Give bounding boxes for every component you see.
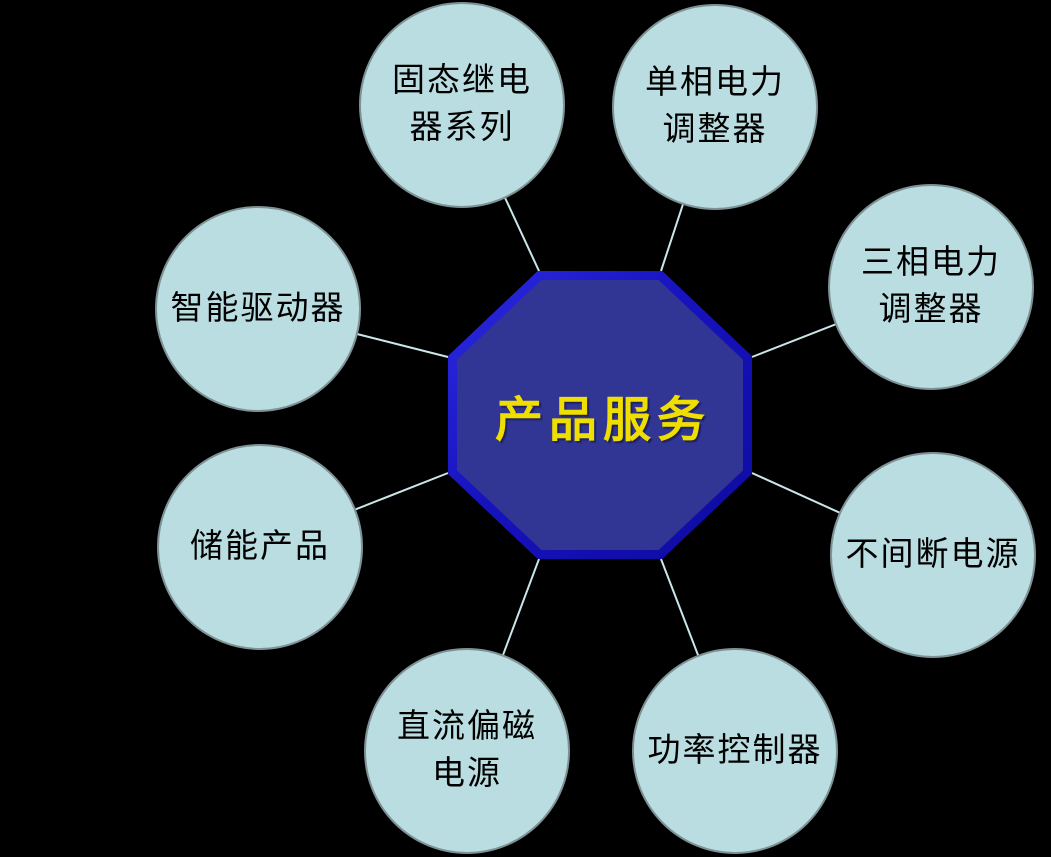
node-uninterruptible-power-supply: 不间断电源 — [830, 452, 1036, 658]
node-three-phase-power-regulator: 三相电力 调整器 — [828, 184, 1034, 390]
center-octagon-face: 产品服务 — [457, 280, 743, 550]
node-label-power-controller: 功率控制器 — [647, 732, 823, 769]
node-label-uninterruptible-power-supply: 不间断电源 — [845, 536, 1021, 573]
node-label-three-phase-power-regulator: 三相电力 调整器 — [861, 245, 1001, 328]
node-label-smart-driver: 智能驱动器 — [170, 290, 346, 327]
center-octagon: 产品服务 — [448, 271, 752, 559]
node-label-solid-state-relay-series: 固态继电 器系列 — [392, 63, 532, 146]
node-label-energy-storage-products: 储能产品 — [190, 528, 330, 565]
node-power-controller: 功率控制器 — [632, 648, 838, 854]
node-smart-driver: 智能驱动器 — [155, 206, 361, 412]
node-solid-state-relay-series: 固态继电 器系列 — [359, 2, 565, 208]
node-label-single-phase-power-regulator: 单相电力 调整器 — [645, 65, 785, 148]
center-title: 产品服务 — [494, 394, 711, 447]
node-energy-storage-products: 储能产品 — [157, 444, 363, 650]
node-single-phase-power-regulator: 单相电力 调整器 — [612, 4, 818, 210]
node-dc-bias-power-supply: 直流偏磁 电源 — [364, 648, 570, 854]
node-label-dc-bias-power-supply: 直流偏磁 电源 — [397, 709, 537, 792]
